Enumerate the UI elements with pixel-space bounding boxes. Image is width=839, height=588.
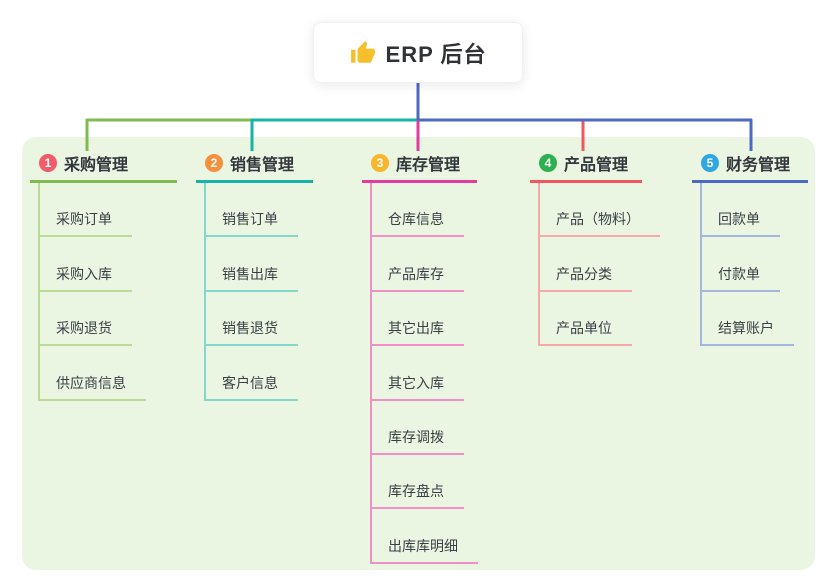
branch-number-badge: 2 <box>205 154 223 172</box>
branch-children-inventory: 仓库信息 产品库存 其它出库 其它入库 库存调拨 库存盘点 出库库明细 <box>370 183 478 564</box>
child-node[interactable]: 产品单位 <box>540 292 632 347</box>
branch-node-label: 产品管理 <box>564 157 629 174</box>
child-node[interactable]: 采购退货 <box>40 292 132 347</box>
branch-children-finance: 回款单 付款单 结算账户 <box>700 183 794 347</box>
branch-number-badge: 4 <box>539 154 557 172</box>
branch-children-sales: 销售订单 销售出库 销售退货 客户信息 <box>204 183 298 401</box>
child-node[interactable]: 供应商信息 <box>40 346 146 401</box>
child-node[interactable]: 出库库明细 <box>372 509 478 564</box>
child-node[interactable]: 其它出库 <box>372 292 464 347</box>
child-node[interactable]: 付款单 <box>702 237 780 292</box>
root-node-title: ERP 后台 <box>385 41 487 67</box>
connector-branch-sales <box>250 118 418 151</box>
child-node[interactable]: 库存盘点 <box>372 455 464 510</box>
child-node[interactable]: 仓库信息 <box>372 183 464 238</box>
branch-children-product: 产品（物料） 产品分类 产品单位 <box>538 183 660 347</box>
connector-branch-finance <box>416 83 753 151</box>
child-node[interactable]: 采购订单 <box>40 183 132 238</box>
child-node[interactable]: 产品库存 <box>372 237 464 292</box>
child-node[interactable]: 销售出库 <box>206 237 298 292</box>
branch-number-badge: 1 <box>39 154 57 172</box>
child-node[interactable]: 产品（物料） <box>540 183 660 238</box>
child-node[interactable]: 库存调拨 <box>372 401 464 455</box>
root-node[interactable]: ERP 后台 <box>313 22 523 83</box>
branch-node-finance[interactable]: 5 财务管理 <box>692 148 808 183</box>
branch-node-label: 采购管理 <box>64 157 129 174</box>
branch-number-badge: 5 <box>701 154 719 172</box>
child-node[interactable]: 销售退货 <box>206 292 298 347</box>
branch-node-product[interactable]: 4 产品管理 <box>530 148 642 183</box>
branches-panel <box>22 137 815 570</box>
branch-node-inventory[interactable]: 3 库存管理 <box>362 148 477 183</box>
branch-node-label: 财务管理 <box>726 157 791 174</box>
child-node[interactable]: 产品分类 <box>540 237 632 292</box>
branch-number-badge: 3 <box>371 154 389 172</box>
child-node[interactable]: 采购入库 <box>40 237 132 292</box>
child-node[interactable]: 结算账户 <box>702 292 794 347</box>
connector-branch-purchase <box>85 118 252 151</box>
child-node[interactable]: 销售订单 <box>206 183 298 238</box>
branch-children-purchase: 采购订单 采购入库 采购退货 供应商信息 <box>38 183 146 401</box>
branch-node-purchase[interactable]: 1 采购管理 <box>30 148 177 183</box>
child-node[interactable]: 客户信息 <box>206 346 298 401</box>
branch-node-sales[interactable]: 2 销售管理 <box>196 148 313 183</box>
child-node[interactable]: 回款单 <box>702 183 780 238</box>
branch-node-label: 库存管理 <box>396 157 461 174</box>
branch-node-label: 销售管理 <box>230 157 295 174</box>
child-node[interactable]: 其它入库 <box>372 346 464 401</box>
thumbs-up-icon <box>350 40 375 63</box>
